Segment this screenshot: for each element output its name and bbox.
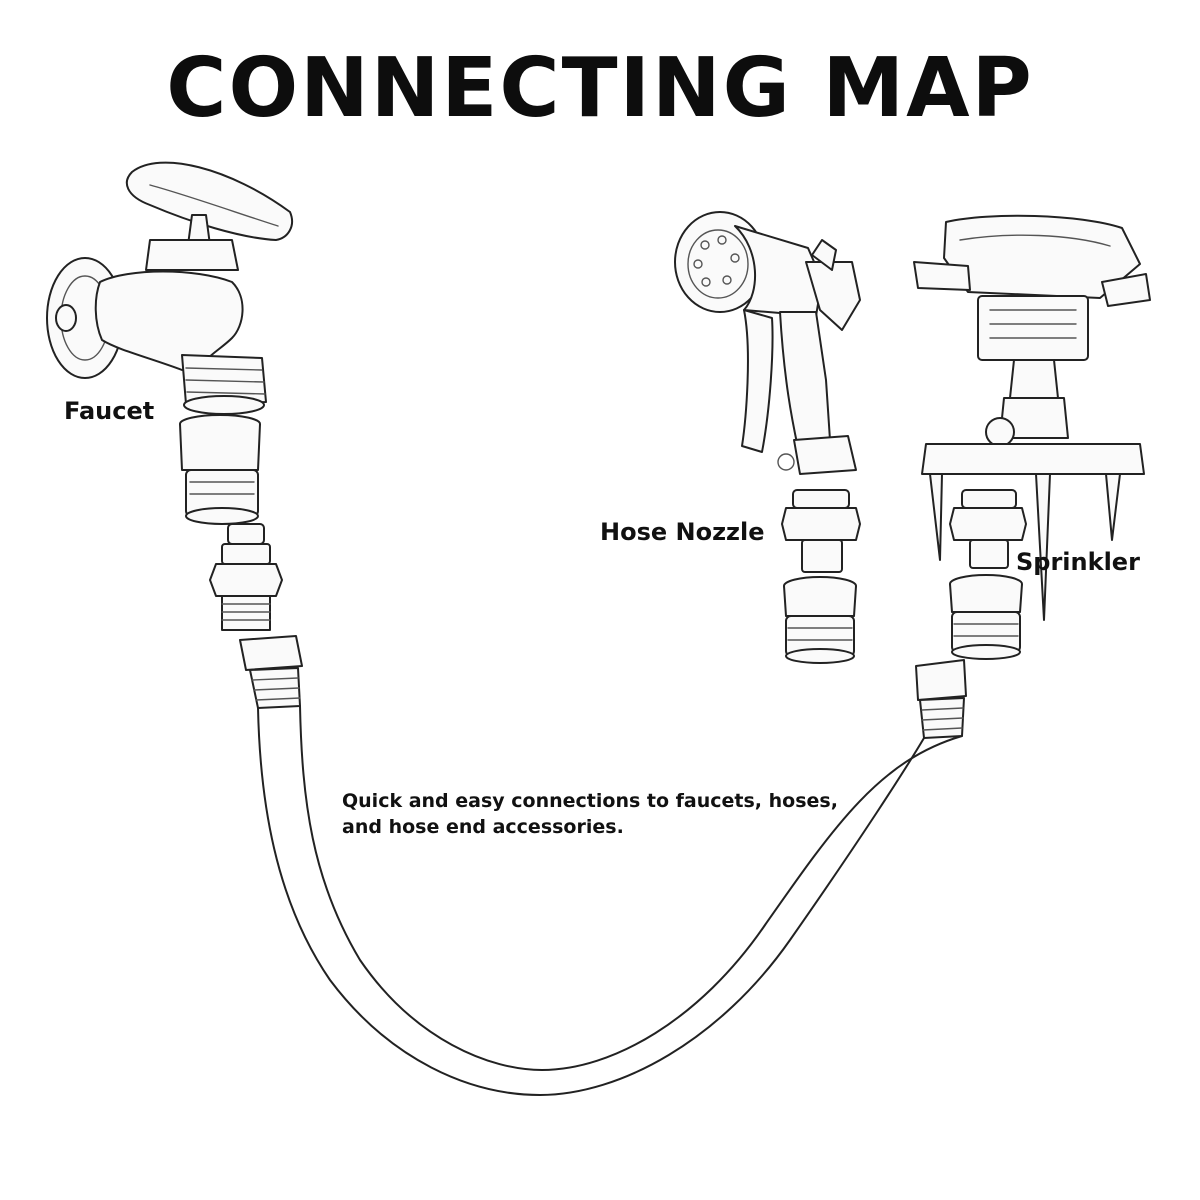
hose-left-fitting [239,635,303,709]
hose-nozzle-label: Hose Nozzle [600,518,765,546]
caption-text: Quick and easy connections to faucets, h… [342,788,942,840]
faucet-female-connector [179,414,261,525]
faucet-male-plug [209,523,283,631]
diagram-title: CONNECTING MAP [166,41,1034,136]
faucet-label: Faucet [64,397,155,425]
sprinkler-illustration [913,214,1151,621]
caption-line-1: Quick and easy connections to faucets, h… [342,790,838,812]
hose-illustration [257,705,963,1096]
nozzle-female-connector [783,576,857,664]
sprinkler-label: Sprinkler [1016,548,1140,576]
hose-right-fitting [915,659,967,739]
faucet-illustration [46,161,294,415]
hose-nozzle-illustration [674,211,861,475]
nozzle-male-adapter [781,489,861,573]
sprinkler-female-connector [949,574,1023,660]
caption-line-2: and hose end accessories. [342,816,624,838]
sprinkler-male-adapter [949,489,1027,569]
